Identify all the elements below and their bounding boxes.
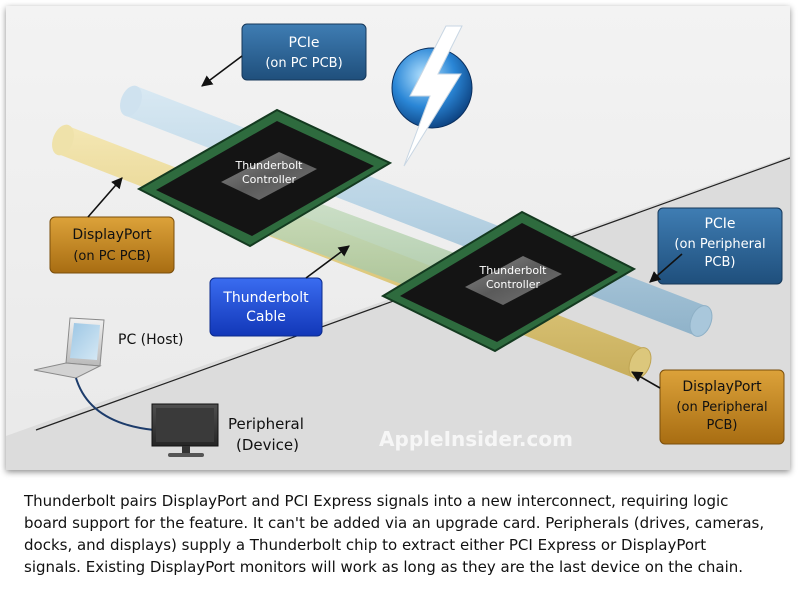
caption-line: board support for the feature. It can't …: [24, 514, 765, 532]
diagram-frame: Thunderbolt Controller Thunderbolt Contr…: [6, 6, 790, 470]
caption-line: docks, and displays) supply a Thunderbol…: [24, 536, 707, 554]
svg-text:Thunderbolt: Thunderbolt: [222, 290, 309, 306]
svg-text:PCIe: PCIe: [705, 216, 736, 232]
controller-2-label-line1: Thunderbolt: [479, 264, 548, 277]
watermark: AppleInsider.com: [379, 427, 573, 451]
displayport-host-arrow: [87, 177, 123, 218]
pcie-host-label: PCIe (on PC PCB): [241, 23, 367, 81]
thunderbolt-cable-label: Thunderbolt Cable: [209, 277, 323, 337]
thunderbolt-diagram: Thunderbolt Controller Thunderbolt Contr…: [6, 23, 790, 470]
caption: Thunderbolt pairs DisplayPort and PCI Ex…: [24, 490, 784, 578]
pcie-peripheral-arrow: [649, 253, 683, 283]
svg-text:Cable: Cable: [246, 309, 286, 325]
svg-text:PCB): PCB): [707, 418, 738, 433]
peripheral-device-label-line2: (Device): [236, 436, 299, 454]
svg-text:DisplayPort: DisplayPort: [682, 379, 762, 395]
svg-text:PCB): PCB): [705, 255, 736, 270]
pcie-peripheral-label: PCIe (on Peripheral PCB): [657, 207, 783, 285]
caption-line: signals. Existing DisplayPort monitors w…: [24, 558, 744, 576]
pc-host-label: PC (Host): [118, 332, 183, 348]
svg-text:(on PC PCB): (on PC PCB): [73, 249, 150, 264]
host-device-cable: [75, 377, 155, 431]
thunderbolt-logo-icon: [391, 25, 473, 167]
monitor-icon: [151, 403, 219, 457]
caption-line: Thunderbolt pairs DisplayPort and PCI Ex…: [24, 492, 729, 510]
controller-1-label-line2: Controller: [242, 173, 297, 186]
floor-shade: [6, 156, 790, 470]
cable-arrow: [305, 245, 350, 279]
thunderbolt-controller-chip-1: Thunderbolt Controller: [136, 108, 393, 248]
controller-2-label-line2: Controller: [486, 278, 541, 291]
svg-text:PCIe: PCIe: [289, 35, 320, 51]
svg-text:DisplayPort: DisplayPort: [72, 227, 152, 243]
svg-text:(on Peripheral: (on Peripheral: [674, 237, 765, 252]
pcie-host-arrow: [201, 55, 243, 87]
displayport-peripheral-arrow: [631, 371, 661, 389]
thunderbolt-controller-chip-2: Thunderbolt Controller: [380, 210, 637, 353]
controller-1-label-line1: Thunderbolt: [235, 159, 304, 172]
svg-text:(on PC PCB): (on PC PCB): [265, 56, 342, 71]
displayport-host-label: DisplayPort (on PC PCB): [49, 216, 175, 274]
peripheral-device-label-line1: Peripheral: [228, 415, 304, 433]
displayport-peripheral-label: DisplayPort (on Peripheral PCB): [659, 369, 785, 445]
svg-text:(on Peripheral: (on Peripheral: [676, 400, 767, 415]
laptop-icon: [33, 317, 105, 379]
